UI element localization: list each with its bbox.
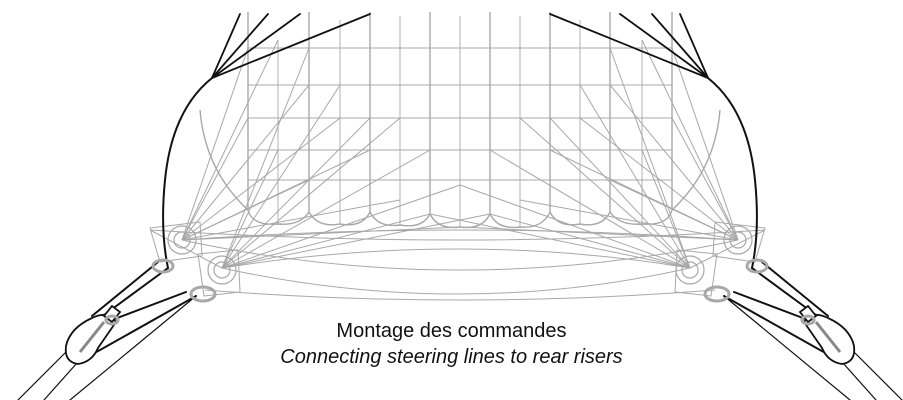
left-line-cascade (181, 39, 491, 269)
left-outer-edge (162, 77, 213, 269)
right-top-fan (549, 13, 709, 79)
canopy-left-side (199, 109, 249, 211)
canopy-structure (149, 12, 766, 301)
right-handle-stripe (814, 321, 842, 353)
left-top-fan (211, 13, 371, 79)
right-long-line-3 (723, 295, 851, 400)
steering-handle-icon (64, 304, 122, 365)
right-line-cascade (429, 39, 739, 269)
cell-walls (247, 12, 673, 214)
ring-icon (104, 258, 816, 326)
attachment-brackets (149, 221, 766, 297)
cell-ribs (277, 16, 643, 227)
lower-crossing-lines (149, 229, 766, 301)
right-riser-back (761, 261, 829, 317)
steering-outline (17, 13, 903, 400)
canopy-right-side (671, 109, 721, 211)
caption-french: Montage des commandes (336, 320, 567, 342)
pulley-icon (167, 225, 753, 285)
left-riser-back (91, 261, 159, 317)
left-handle-stripe (78, 321, 106, 353)
right-outer-edge (707, 77, 758, 269)
caption-english: Connecting steering lines to rear risers (280, 346, 623, 368)
left-long-line-3 (69, 295, 197, 400)
